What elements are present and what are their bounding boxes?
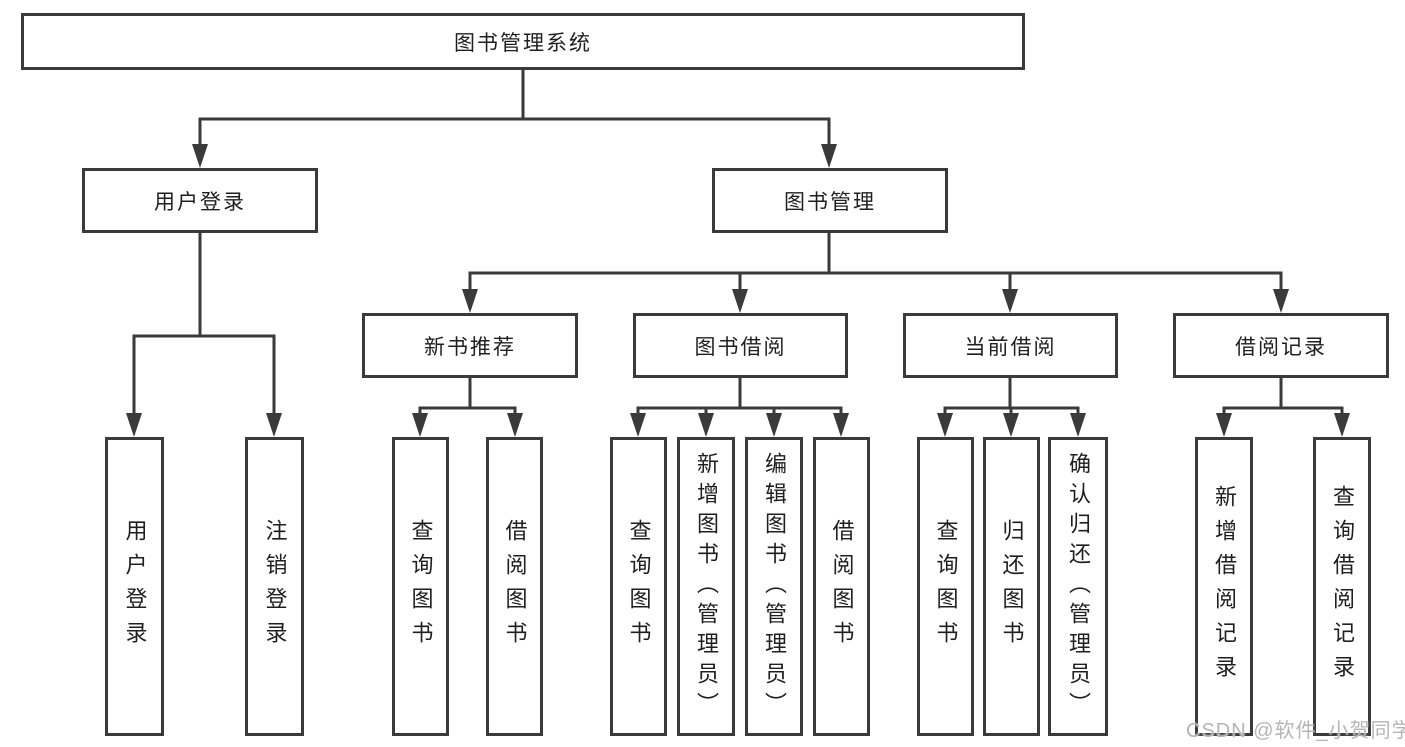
leaf-nbr-query-books: 查询图书 <box>392 437 449 736</box>
leaf-cb-query-books: 查询图书 <box>917 437 974 736</box>
node-book-mgmt-label: 图书管理 <box>784 190 876 214</box>
leaf-bb-add-books-admin-label: 新增图书（管理员） <box>694 451 719 722</box>
leaf-bb-borrow-books-label: 借阅图书 <box>829 518 855 655</box>
leaf-nbr-borrow-books-label: 借阅图书 <box>502 518 528 655</box>
leaf-cb-return-books-label: 归还图书 <box>999 518 1025 655</box>
leaf-br-query-record-label: 查询借阅记录 <box>1330 484 1355 689</box>
node-borrow-records-label: 借阅记录 <box>1235 335 1327 359</box>
node-book-mgmt: 图书管理 <box>712 168 948 233</box>
leaf-logout-label: 注销登录 <box>262 518 288 655</box>
node-current-borrow-label: 当前借阅 <box>964 335 1057 359</box>
node-book-borrow: 图书借阅 <box>633 313 848 378</box>
node-user-login: 用户登录 <box>82 168 318 233</box>
leaf-bb-edit-books-admin: 编辑图书（管理员） <box>745 437 803 736</box>
leaf-br-query-record: 查询借阅记录 <box>1313 437 1371 736</box>
leaf-cb-confirm-return-admin-label: 确认归还（管理员） <box>1066 451 1091 722</box>
leaf-cb-query-books-label: 查询图书 <box>933 518 959 655</box>
leaf-br-add-record: 新增借阅记录 <box>1195 437 1253 736</box>
leaf-bb-borrow-books: 借阅图书 <box>813 437 870 736</box>
node-book-borrow-label: 图书借阅 <box>694 335 787 359</box>
leaf-user-login-label: 用户登录 <box>122 518 148 655</box>
node-root-label: 图书管理系统 <box>454 31 592 55</box>
node-user-login-label: 用户登录 <box>154 190 246 214</box>
node-borrow-records: 借阅记录 <box>1173 313 1389 378</box>
leaf-user-login: 用户登录 <box>105 437 164 736</box>
leaf-bb-edit-books-admin-label: 编辑图书（管理员） <box>762 451 787 722</box>
csdn-watermark: CSDN @软件_小贺同学 <box>1186 720 1405 742</box>
node-new-book-rec-label: 新书推荐 <box>424 335 516 359</box>
node-current-borrow: 当前借阅 <box>903 313 1118 378</box>
leaf-bb-add-books-admin: 新增图书（管理员） <box>677 437 735 736</box>
leaf-br-add-record-label: 新增借阅记录 <box>1212 484 1237 689</box>
leaf-bb-query-books-label: 查询图书 <box>626 518 652 655</box>
leaf-nbr-borrow-books: 借阅图书 <box>486 437 543 736</box>
leaf-cb-return-books: 归还图书 <box>983 437 1040 736</box>
node-new-book-rec: 新书推荐 <box>362 313 578 378</box>
leaf-nbr-query-books-label: 查询图书 <box>408 518 434 655</box>
node-root: 图书管理系统 <box>21 13 1025 70</box>
leaf-cb-confirm-return-admin: 确认归还（管理员） <box>1048 437 1108 736</box>
leaf-bb-query-books: 查询图书 <box>610 437 667 736</box>
leaf-logout: 注销登录 <box>245 437 304 736</box>
